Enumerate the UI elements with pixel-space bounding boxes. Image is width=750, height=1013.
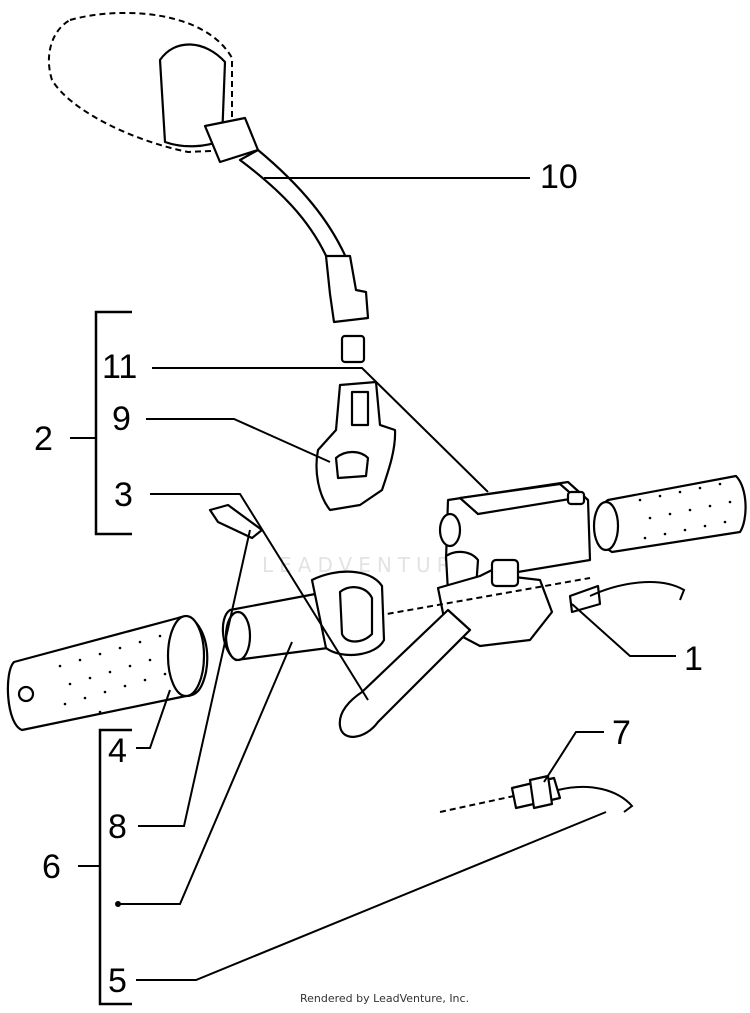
leader-lines [115, 177, 676, 981]
callout-10: 10 [540, 158, 578, 196]
callout-9: 9 [112, 400, 131, 438]
left-grip-part [6, 614, 209, 732]
watermark-text: LEADVENTURE [262, 553, 475, 577]
bracket-group-2 [94, 310, 132, 536]
brake-lever-part [338, 558, 686, 738]
callout-2: 2 [34, 420, 53, 458]
callout-4: 4 [108, 732, 127, 770]
callout-8: 8 [108, 808, 127, 846]
callout-1: 1 [684, 640, 703, 678]
cable-end-part [439, 774, 634, 813]
callout-11: 11 [102, 348, 137, 386]
master-cylinder-part [438, 480, 592, 594]
screw-part [208, 503, 264, 540]
callout-5: 5 [108, 962, 127, 1000]
lever-clamp-part [315, 380, 397, 512]
mirror-part [47, 12, 370, 364]
callout-7: 7 [612, 714, 631, 752]
callout-3: 3 [114, 476, 133, 514]
render-credit: Rendered by LeadVenture, Inc. [300, 992, 469, 1005]
throttle-tube-part [221, 570, 591, 662]
right-grip-part [592, 474, 747, 554]
callout-6: 6 [42, 848, 61, 886]
